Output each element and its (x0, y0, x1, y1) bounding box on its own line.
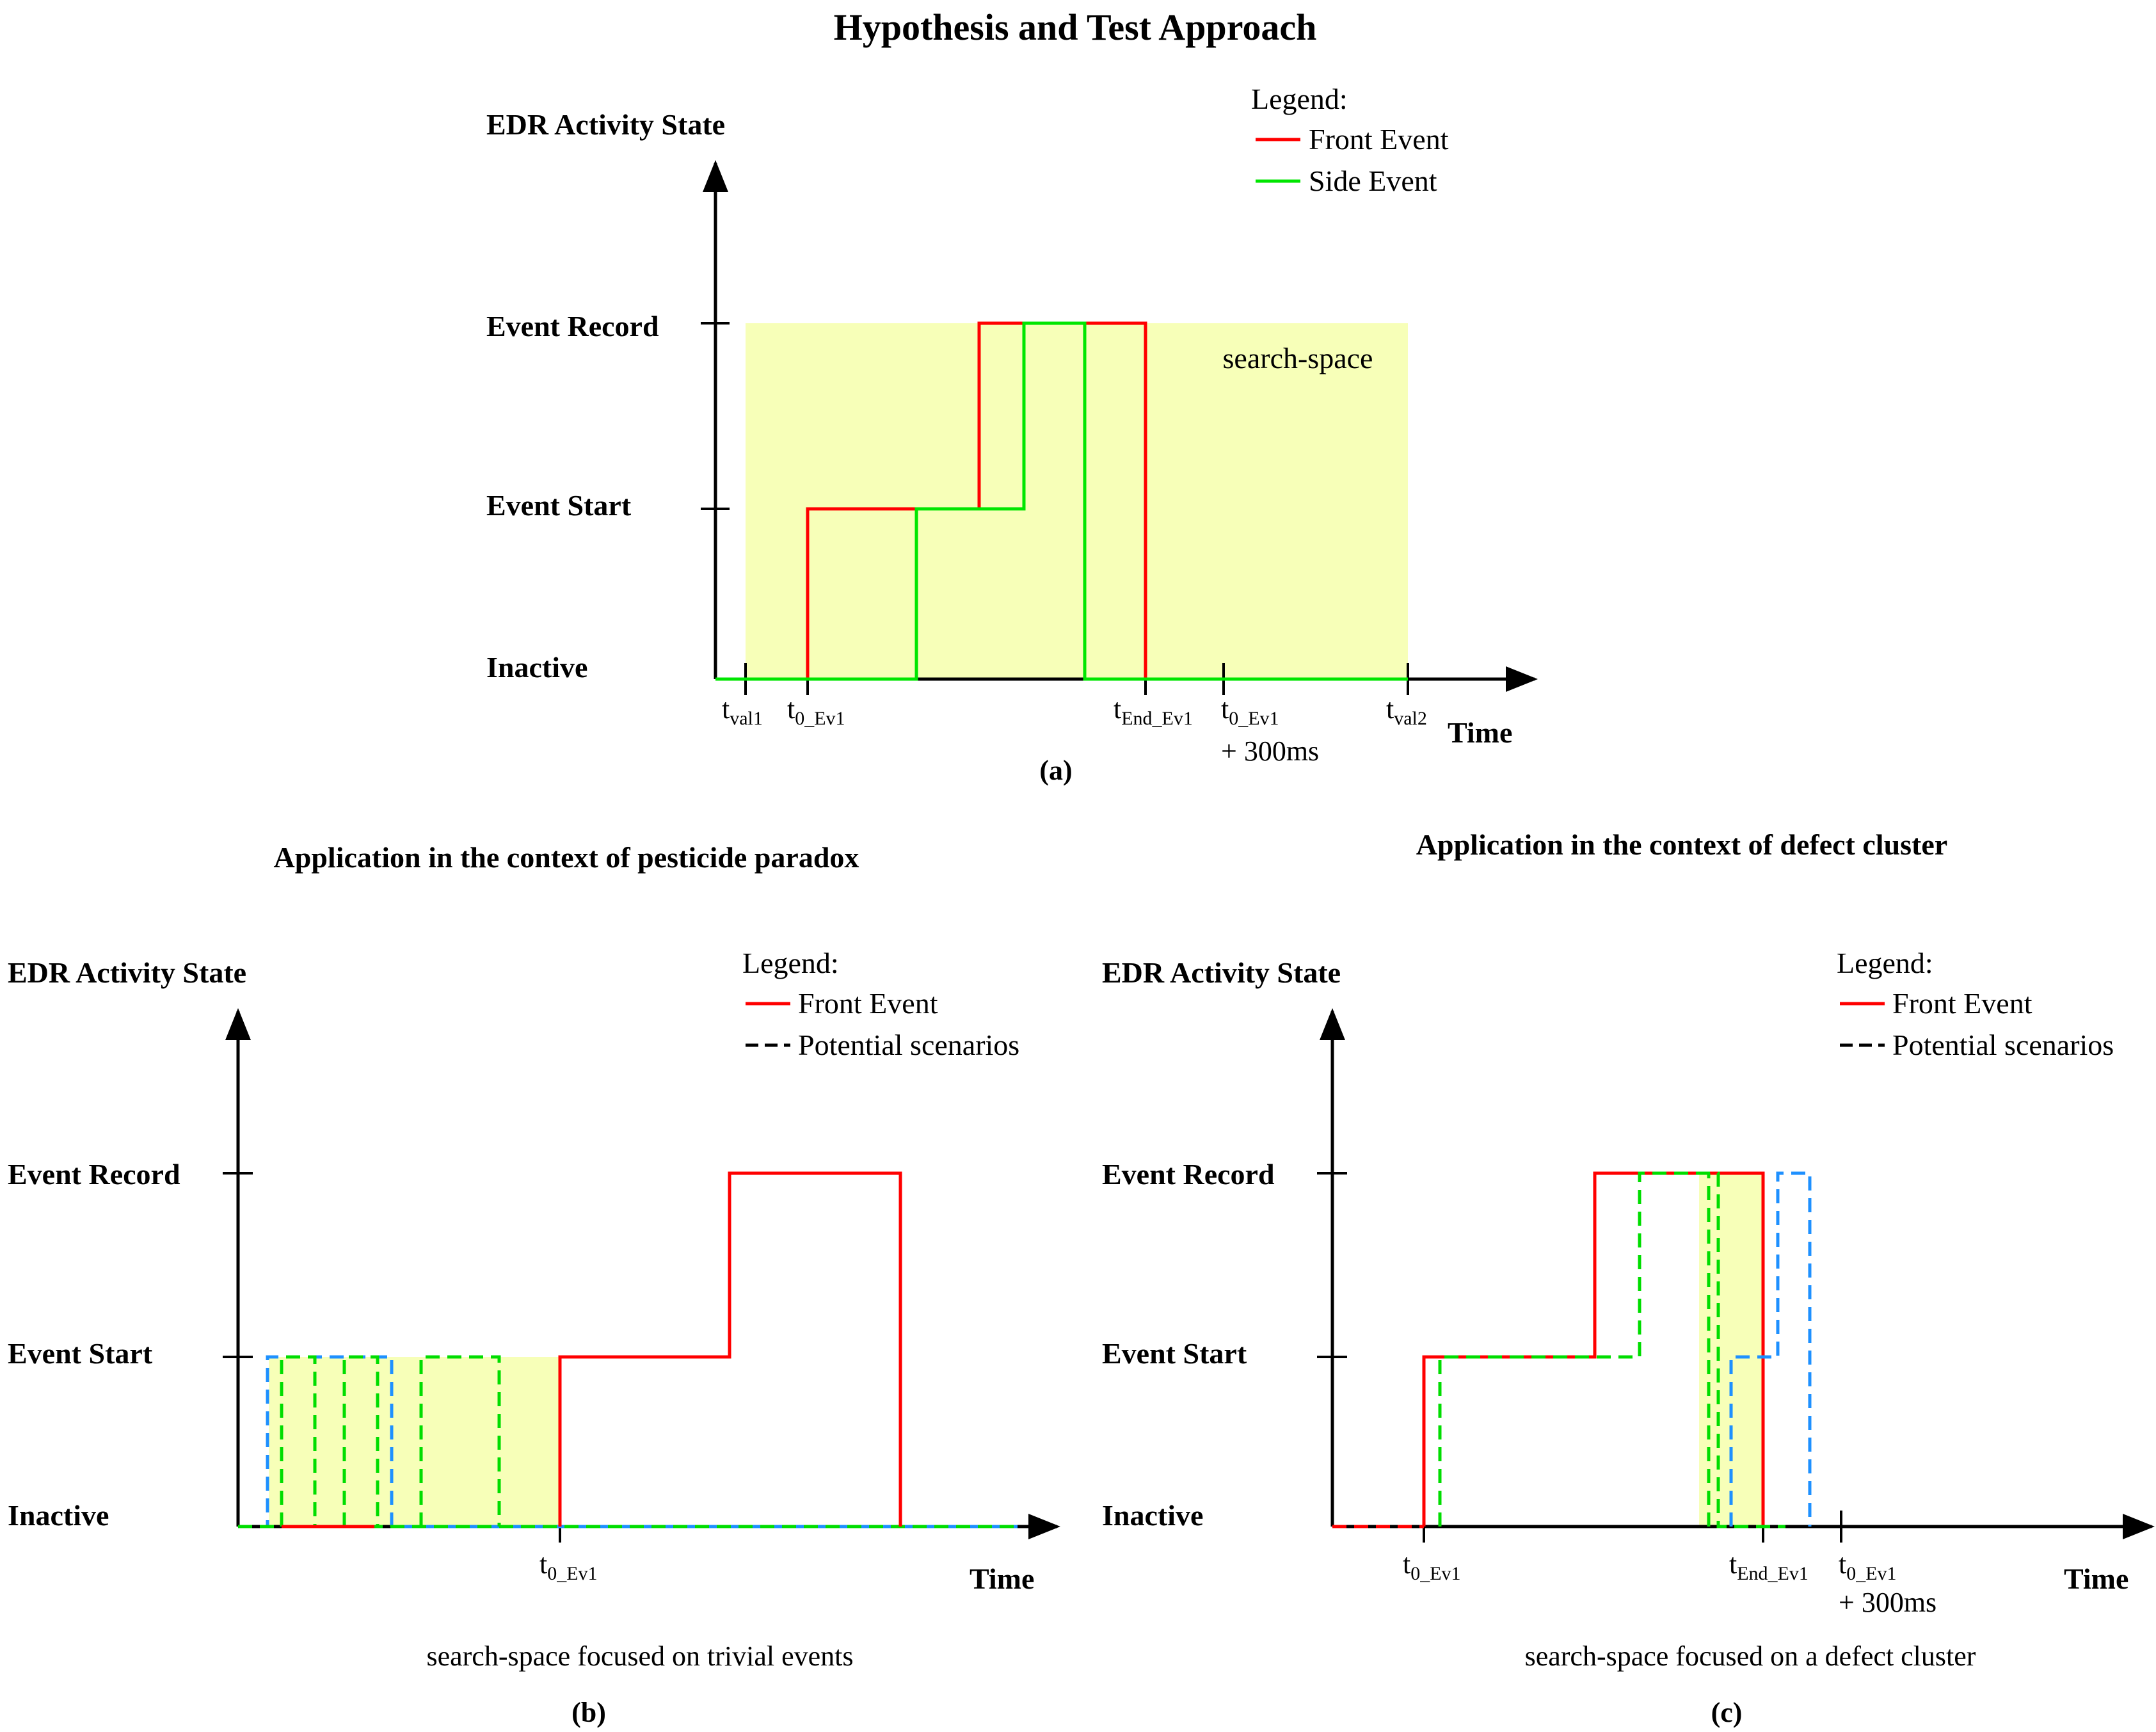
state-label-event-start: Event Start (486, 489, 632, 522)
panel-c-caption: search-space focused on a defect cluster (1525, 1640, 1976, 1672)
panel-a: search-space EDR Activity State Time Ina… (486, 83, 1538, 786)
scenario-green-dashed-1 (280, 1355, 317, 1527)
state-label-event-record: Event Record (1102, 1158, 1275, 1191)
panel-c: Application in the context of defect clu… (1102, 828, 2155, 1728)
scenario-blue-dashed (1729, 1171, 1812, 1527)
legend-title: Legend: (1251, 83, 1348, 115)
panel-c-heading: Application in the context of defect clu… (1416, 828, 1947, 861)
tick-label-t0: t0_Ev1 (787, 693, 845, 729)
scenario-green-dashed-3 (419, 1355, 501, 1527)
state-label-inactive: Inactive (1102, 1499, 1203, 1532)
legend-front-label: Front Event (1309, 123, 1449, 156)
legend-title: Legend: (742, 947, 839, 979)
tick-label-t0: t0_Ev1 (1403, 1548, 1461, 1584)
panel-label-b: (b) (571, 1697, 606, 1728)
search-space-region (746, 323, 1408, 679)
panel-b: Application in the context of pesticide … (8, 841, 1060, 1728)
state-label-inactive: Inactive (486, 651, 587, 684)
legend-front-label: Front Event (1892, 987, 2032, 1020)
side-event-signal (715, 321, 1408, 681)
tick-label-tval1: tval1 (722, 693, 763, 729)
figure-title: Hypothesis and Test Approach (834, 6, 1317, 48)
state-label-inactive: Inactive (8, 1499, 109, 1532)
legend-scenario-label: Potential scenarios (798, 1029, 1019, 1061)
state-label-event-record: Event Record (486, 310, 659, 342)
state-label-event-start: Event Start (8, 1337, 153, 1370)
tick-label-t0-300-extra: + 300ms (1839, 1587, 1936, 1618)
panel-b-heading: Application in the context of pesticide … (274, 841, 859, 874)
tick-label-t0-300-extra: + 300ms (1221, 735, 1319, 767)
legend-scenario-label: Potential scenarios (1892, 1029, 2114, 1061)
search-space-label: search-space (1223, 342, 1373, 374)
y-axis-title: EDR Activity State (1102, 956, 1341, 989)
tick-label-t0: t0_Ev1 (539, 1548, 598, 1584)
x-axis-title: Time (2064, 1562, 2128, 1595)
scenario-green-dashed-2 (342, 1355, 379, 1527)
state-label-event-record: Event Record (8, 1158, 180, 1191)
tick-label-t0-300: t0_Ev1 (1221, 693, 1279, 729)
panel-label-c: (c) (1711, 1697, 1743, 1728)
panel-b-caption: search-space focused on trivial events (426, 1640, 853, 1672)
state-label-event-start: Event Start (1102, 1337, 1247, 1370)
scenario-green-dashed-1 (1438, 1171, 1785, 1528)
legend-side-label: Side Event (1309, 164, 1437, 197)
tick-label-tval2: tval2 (1386, 693, 1427, 729)
front-event-signal (558, 1171, 902, 1527)
search-space-region (269, 1357, 560, 1527)
legend-title: Legend: (1837, 947, 1933, 979)
y-axis-title: EDR Activity State (486, 108, 725, 141)
y-axis-title: EDR Activity State (8, 956, 246, 989)
x-axis-title: Time (1448, 716, 1512, 749)
tick-label-tend: tEnd_Ev1 (1114, 693, 1193, 729)
panel-label-a: (a) (1039, 755, 1072, 786)
tick-label-tend: tEnd_Ev1 (1729, 1548, 1809, 1584)
tick-label-t0-300: t0_Ev1 (1839, 1548, 1897, 1584)
x-axis-title: Time (970, 1562, 1034, 1595)
legend-front-label: Front Event (798, 987, 938, 1020)
front-event-signal (1422, 1171, 1765, 1527)
